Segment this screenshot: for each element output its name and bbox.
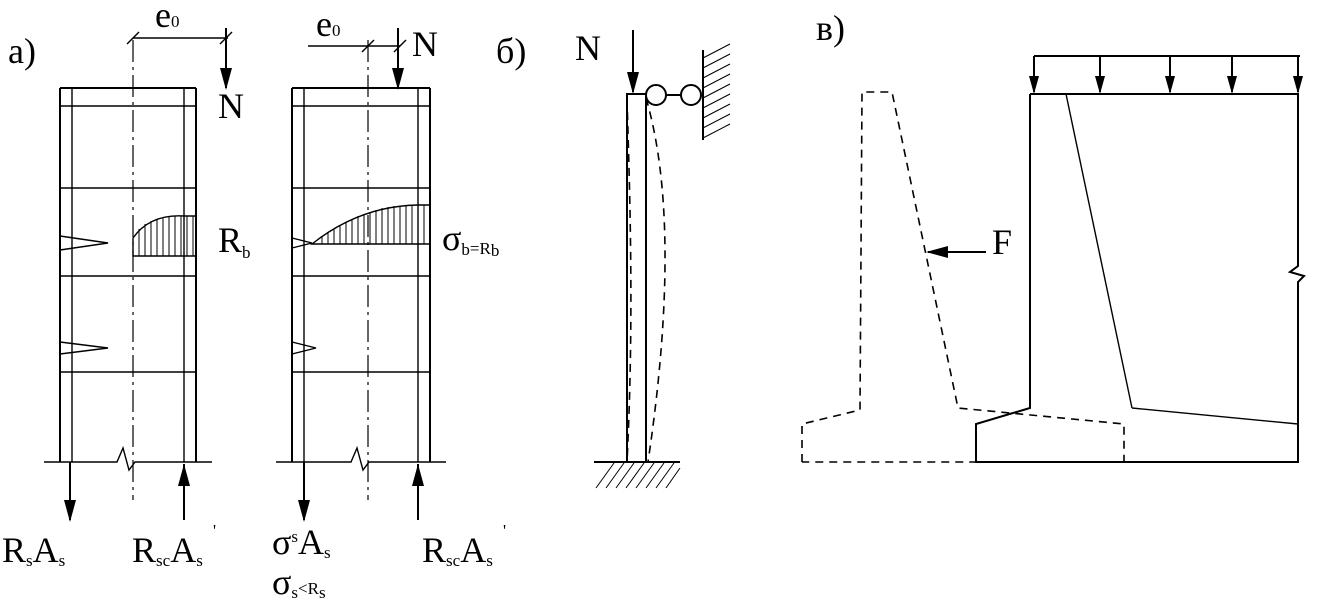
break-line xyxy=(44,445,212,472)
stress-sigma-b-label: σb=Rb xyxy=(442,218,499,260)
rs-as-label: RsAs xyxy=(2,530,65,570)
column2-tension-arrowhead xyxy=(298,500,310,522)
stress-rb-label: Rb xyxy=(218,220,251,262)
sigma-s-less-rs-label: σs<Rs xyxy=(272,562,326,602)
figure-b-wall-hatch xyxy=(702,43,731,139)
figure-b-label: б) xyxy=(496,31,526,71)
soil-block xyxy=(975,93,1306,463)
figure-b: б) N xyxy=(496,28,731,489)
figure-b-force-arrowhead xyxy=(627,72,639,94)
force-n-label: N xyxy=(218,86,244,126)
column2-compression-arrowhead xyxy=(412,464,424,486)
column2-compression-zone xyxy=(309,204,431,245)
figure-b-force-label: N xyxy=(575,28,601,68)
compression-arrowhead xyxy=(178,464,190,486)
force-f-label: F xyxy=(992,222,1012,262)
rsc-as-prime: ' xyxy=(213,521,216,540)
rsc-as-label: RscAs xyxy=(132,530,203,570)
figure-c-label: в) xyxy=(816,8,845,48)
figure-b-roller-2 xyxy=(680,84,702,106)
crack-2 xyxy=(59,341,109,355)
figure-a-label: а) xyxy=(8,31,36,71)
sigma-s-as-label: σsAs xyxy=(272,522,331,562)
column2-rsc-as-label: RscAs xyxy=(422,530,493,570)
eccentricity2-label: e0 xyxy=(316,4,340,44)
slip-line xyxy=(1065,93,1133,409)
dim2-tick-right xyxy=(393,39,407,53)
dim-tick-left xyxy=(126,31,140,45)
force-f-arrowhead xyxy=(926,246,948,258)
column2-crack-2 xyxy=(291,341,317,355)
force2-n-arrowhead xyxy=(392,68,404,90)
figure-a-right-column: σb=Rb e0 N σsAs σs<Rs RscAs ' xyxy=(272,4,506,602)
column2-break-line xyxy=(276,445,446,472)
figure-b-base-hatch xyxy=(595,462,681,489)
slip-line-base xyxy=(1131,407,1299,425)
compression-hatch xyxy=(138,216,194,256)
column2-crack-1 xyxy=(291,237,313,249)
figure-b-buckled-shape xyxy=(645,97,666,463)
column2-rsc-as-prime: ' xyxy=(503,521,506,540)
figure-b-roller-1 xyxy=(645,84,667,106)
crack-1 xyxy=(59,235,109,251)
retaining-wall-displaced xyxy=(801,91,1125,463)
figure-c: в) F xyxy=(801,8,1306,463)
force-n-arrowhead xyxy=(220,68,232,90)
figure-b-buckled-shape-inner xyxy=(626,97,632,463)
dim2-tick-left xyxy=(361,39,375,53)
column2-compression-hatch xyxy=(321,205,425,244)
tension-arrowhead xyxy=(64,500,76,522)
distributed-load-arrows xyxy=(1029,56,1303,94)
figure-a-left-column: а) Rb xyxy=(2,0,251,570)
eccentricity-label: e0 xyxy=(155,0,179,35)
force2-n-label: N xyxy=(412,24,438,64)
compression-zone xyxy=(132,215,197,257)
